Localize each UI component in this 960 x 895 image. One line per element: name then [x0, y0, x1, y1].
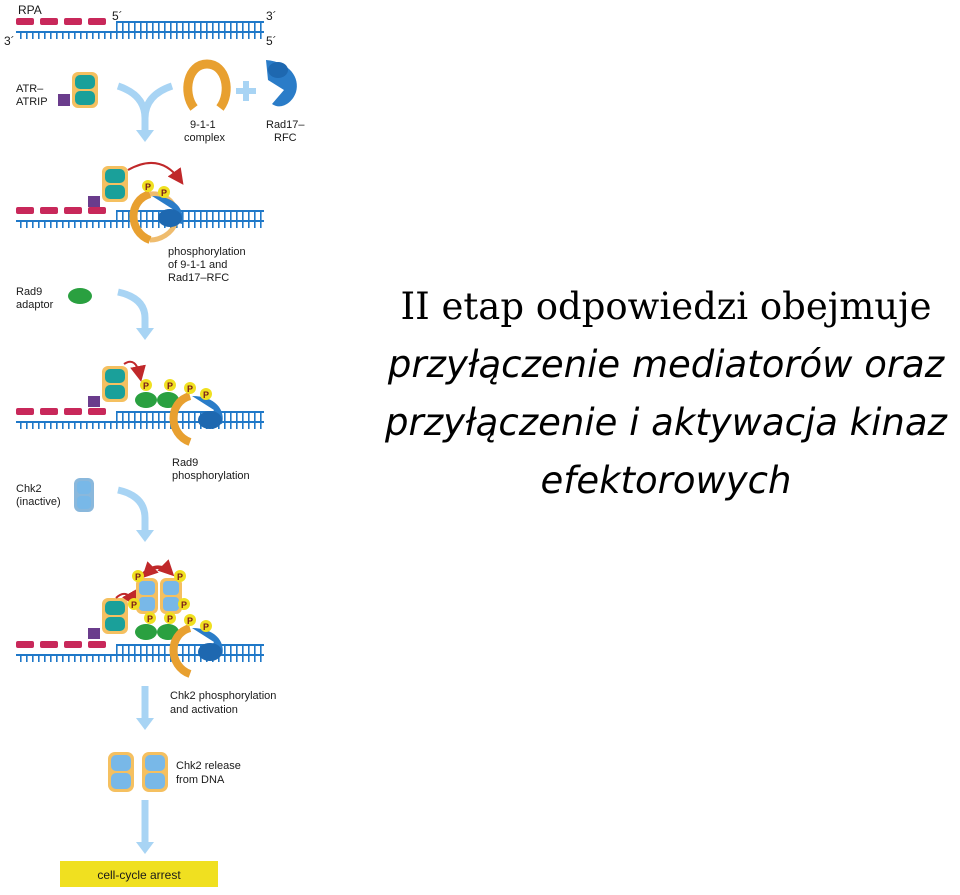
three-prime-top-label: 3´ [266, 9, 277, 23]
chk2-inactive-protein [74, 478, 94, 512]
p-badge: P [167, 381, 173, 391]
phos-label-line1: phosphorylation [168, 246, 246, 258]
p-badge: P [177, 572, 183, 582]
p-badge: P [181, 600, 187, 610]
p-badge: P [147, 614, 153, 624]
five-prime-bottom-label: 5´ [266, 34, 277, 48]
atr-label-line2: ATRIP [16, 96, 48, 108]
rad17-label-line1: Rad17– [266, 119, 305, 131]
rpa-label: RPA [18, 3, 42, 17]
flow-arrow-3 [117, 486, 149, 532]
chk2-label-line2: (inactive) [16, 496, 61, 508]
phos-label-line3: Rad17–RFC [168, 272, 229, 284]
chk2rel-label-line1: Chk2 release [176, 760, 241, 772]
stage-4-rad9: P P P P Rad9 phosphorylation [16, 360, 264, 482]
rad17-label-line2: RFC [274, 132, 297, 144]
text-line-3: przyłączenie i aktywacja kinaz [385, 401, 947, 444]
text-line-4: efektorowych [540, 459, 792, 502]
stage-3-loading: P P phosphorylation of 9-1-1 and Rad17–R… [16, 162, 264, 284]
slide-text: II etap odpowiedzi obejmuje przyłączenie… [372, 278, 960, 510]
p-badge: P [131, 600, 137, 610]
chk2-label-line1: Chk2 [16, 483, 42, 495]
chk2rel-label-line2: from DNA [176, 774, 225, 786]
rad17-rfc-complex [266, 60, 297, 107]
p-badge: P [187, 616, 193, 626]
rpa-proteins [16, 18, 106, 25]
chk2act-label-line1: Chk2 phosphorylation [170, 690, 276, 702]
complex911-label-line2: complex [184, 132, 225, 144]
atr-label-line1: ATR– [16, 83, 44, 95]
p-badge: P [187, 384, 193, 394]
five-prime-top-label: 5´ [112, 9, 123, 23]
p-badge: P [145, 182, 151, 192]
text-line-2: przyłączenie mediatorów oraz [387, 343, 945, 386]
dna-duplex [16, 21, 264, 39]
rad9phos-label-line1: Rad9 [172, 457, 198, 469]
three-prime-bottom-label: 3´ [4, 34, 15, 48]
rad9-label-line1: Rad9 [16, 286, 42, 298]
p-badge: P [135, 572, 141, 582]
atr-atrip-complex [58, 72, 98, 108]
arrest-label: cell-cycle arrest [97, 868, 181, 882]
flow-arrow-2 [117, 288, 149, 330]
p-badge: P [167, 614, 173, 624]
p-badge: P [143, 381, 149, 391]
flow-arrow-1 [116, 82, 149, 132]
stage-1-dna: RPA 5´ 3´ 3´ 5´ [4, 3, 277, 48]
p-badge: P [161, 188, 167, 198]
cell-cycle-arrest-box: cell-cycle arrest [60, 861, 218, 887]
stage-6-release [108, 752, 168, 792]
chk2act-label-line2: and activation [170, 704, 238, 716]
stage-2-components: ATR– ATRIP 9-1-1 complex Rad17– RFC [16, 59, 305, 144]
ring-911-complex [183, 59, 231, 111]
complex911-label-line1: 9-1-1 [190, 119, 216, 131]
phos-label-line2: of 9-1-1 and [168, 259, 227, 271]
phospho-arrow-1 [127, 162, 184, 185]
rad9-label-line2: adaptor [16, 299, 54, 311]
rad9phos-label-line2: phosphorylation [172, 470, 250, 482]
stage-5-chk2: P P P P P P P P [16, 559, 264, 678]
plus-icon [236, 81, 256, 101]
p-badge: P [203, 390, 209, 400]
dna-damage-checkpoint-diagram: RPA 5´ 3´ 3´ 5´ ATR– ATRIP [4, 3, 305, 887]
rpa-proteins-3 [16, 207, 106, 214]
text-line-1: II etap odpowiedzi obejmuje [400, 285, 932, 328]
rad9-protein [68, 288, 92, 304]
p-badge: P [203, 622, 209, 632]
